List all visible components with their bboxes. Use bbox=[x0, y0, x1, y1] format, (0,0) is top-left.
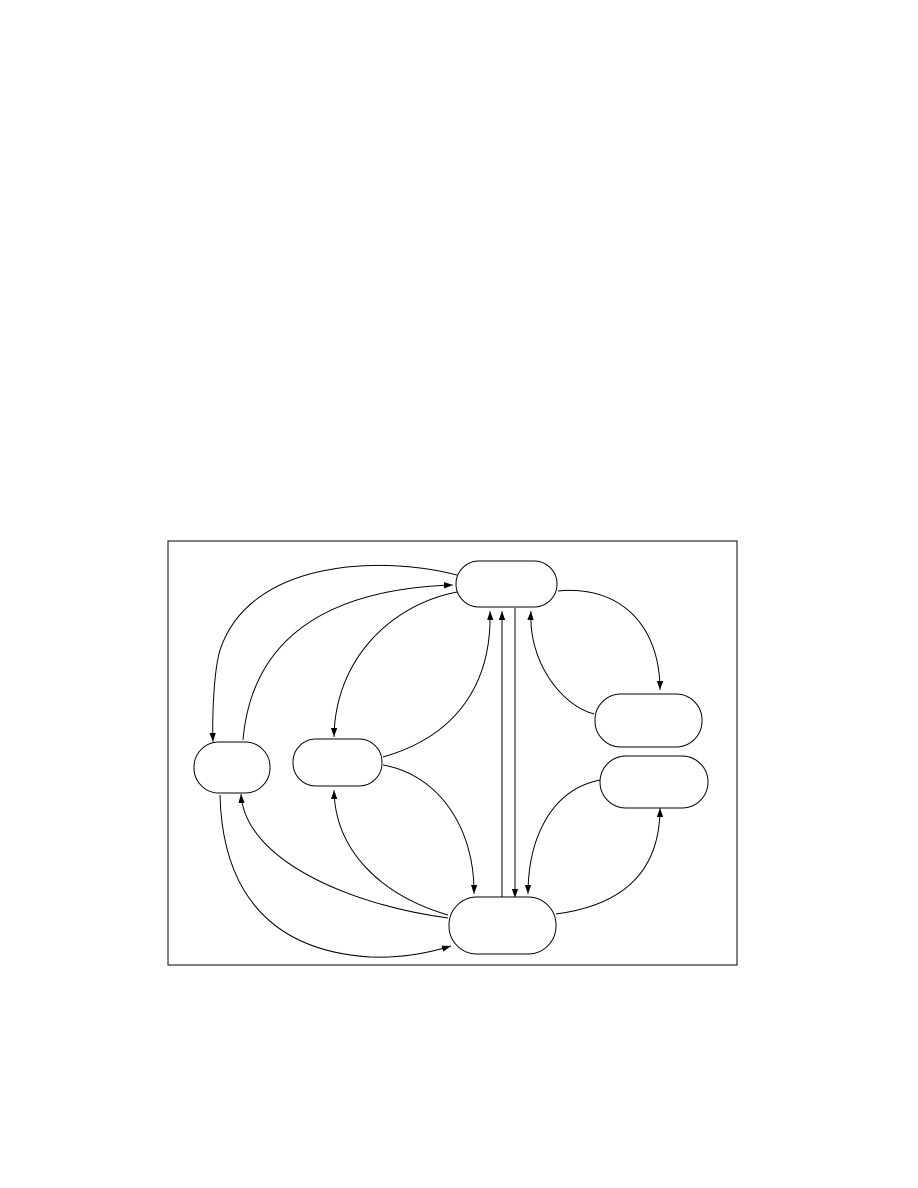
edge-right-lower-to-bottom bbox=[524, 779, 601, 895]
edge-left-to-top bbox=[242, 582, 454, 741]
node-center bbox=[292, 738, 383, 787]
edge-top-to-left bbox=[209, 564, 458, 743]
diagram-frame bbox=[167, 540, 738, 966]
edge-right-upper-to-top bbox=[527, 610, 595, 715]
edge-top-to-center bbox=[330, 591, 458, 738]
node-left bbox=[193, 741, 271, 794]
edge-left-to-bottom bbox=[219, 794, 452, 958]
edge-center-to-bottom bbox=[382, 764, 478, 895]
node-top bbox=[455, 560, 558, 608]
node-right-upper bbox=[594, 693, 703, 748]
edge-top-to-right-upper bbox=[557, 589, 664, 691]
edge-bottom-to-left bbox=[238, 793, 449, 919]
edge-bottom-to-right-lower bbox=[555, 807, 664, 915]
edge-center-to-top bbox=[382, 610, 494, 758]
node-bottom bbox=[448, 896, 557, 955]
edges bbox=[209, 564, 664, 958]
edge-bottom-to-center bbox=[331, 789, 449, 916]
node-right-lower bbox=[599, 755, 709, 809]
nodes bbox=[193, 560, 709, 955]
